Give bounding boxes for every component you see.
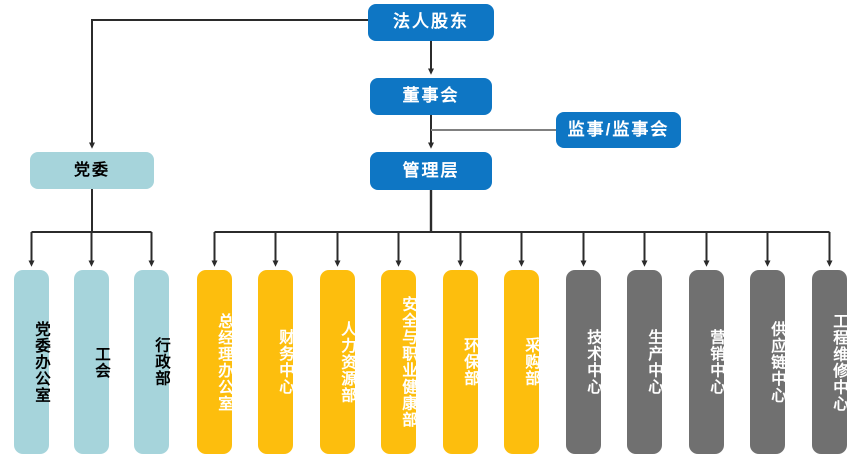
management-department-10[interactable]: 供应链中心 xyxy=(750,270,786,454)
node-board-of-directors[interactable]: 董事会 xyxy=(370,78,492,115)
management-department-11[interactable]: 工程维修中心 xyxy=(812,270,848,454)
party-department-2[interactable]: 工会 xyxy=(74,270,110,454)
management-department-6[interactable]: 采购部 xyxy=(504,270,540,454)
management-department-8[interactable]: 生产中心 xyxy=(627,270,663,454)
management-department-3[interactable]: 人力资源部 xyxy=(320,270,356,454)
management-department-7[interactable]: 技术中心 xyxy=(566,270,602,454)
management-department-9[interactable]: 营销中心 xyxy=(689,270,725,454)
node-supervisor[interactable]: 监事/监事会 xyxy=(556,112,681,148)
management-department-1[interactable]: 总经理办公室 xyxy=(197,270,233,454)
party-department-3[interactable]: 行政部 xyxy=(134,270,170,454)
node-management[interactable]: 管理层 xyxy=(370,152,492,190)
party-department-1[interactable]: 党委办公室 xyxy=(14,270,50,454)
management-department-5[interactable]: 环保部 xyxy=(443,270,479,454)
node-shareholder[interactable]: 法人股东 xyxy=(368,4,494,41)
management-department-2[interactable]: 财务中心 xyxy=(258,270,294,454)
management-department-4[interactable]: 安全与职业健康部 xyxy=(381,270,417,454)
node-party-committee[interactable]: 党委 xyxy=(30,152,154,189)
connector-shareholder-to-party xyxy=(88,19,368,149)
